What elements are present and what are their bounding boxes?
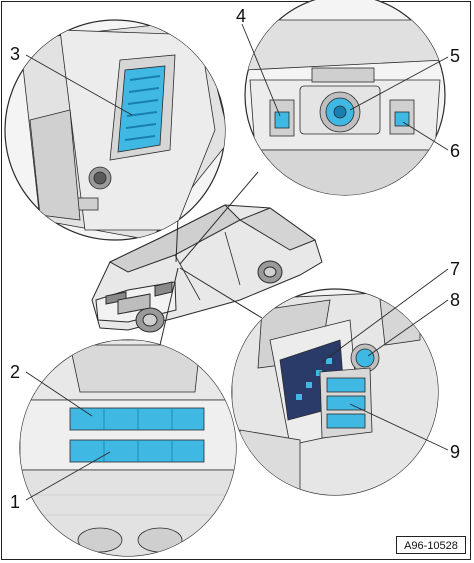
- detail-bottom-left: [19, 339, 237, 557]
- car-outline-icon: [91, 204, 323, 333]
- callout-7: 7: [450, 259, 460, 279]
- callout-4: 4: [236, 6, 246, 26]
- switch-row-2: [69, 407, 205, 431]
- switch-module-3: [117, 65, 166, 153]
- switch-6: [394, 111, 410, 127]
- figure-reference: A96-10528: [396, 536, 466, 554]
- detail-top-right: [244, 0, 446, 196]
- callout-numbers: 1 2 3 4 5 6 7 8 9: [10, 6, 460, 512]
- switch-4: [274, 111, 290, 129]
- callout-9: 9: [450, 442, 460, 462]
- callout-3: 3: [10, 44, 20, 64]
- leader-lines: [159, 171, 263, 346]
- detail-top-left: [4, 19, 226, 241]
- callout-6: 6: [450, 141, 460, 161]
- callout-leaders: [25, 23, 449, 501]
- switch-row-1: [69, 439, 205, 463]
- detail-bottom-right: [231, 288, 439, 496]
- callout-8: 8: [450, 290, 460, 310]
- switch-stack-9: [326, 377, 366, 393]
- callout-1: 1: [10, 492, 20, 512]
- callout-2: 2: [10, 362, 20, 382]
- button-8: [355, 348, 375, 368]
- callout-5: 5: [450, 46, 460, 66]
